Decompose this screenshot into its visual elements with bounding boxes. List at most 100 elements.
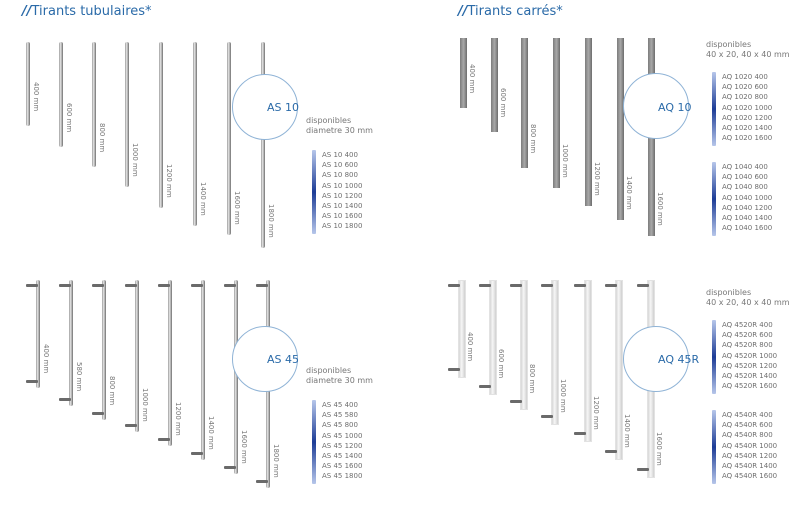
reference-item: AQ 4540R 1600 (722, 472, 778, 481)
as10-length-label: 800 mm (98, 123, 106, 153)
reference-item: AQ 1020 1600 (722, 134, 773, 143)
reference-item: AS 10 1800 (322, 222, 363, 231)
aq10-availability-line: 40 x 20, 40 x 40 mm (706, 50, 790, 59)
aq45r-rod-handle (510, 400, 522, 403)
reference-item: AQ 1040 600 (722, 173, 768, 182)
reference-item: AQ 4520R 600 (722, 331, 773, 340)
as45-rod-handle (158, 438, 170, 441)
aq10-length-label: 400 mm (468, 64, 476, 94)
as45-rod-body (234, 280, 238, 474)
reference-item: AQ 4540R 1200 (722, 451, 778, 460)
aq45r-rod-handle (637, 284, 649, 287)
reference-item: AQ 1020 600 (722, 83, 768, 92)
reference-list-bar (712, 72, 716, 146)
reference-list-bar (312, 400, 316, 484)
aq10-length-label: 1400 mm (625, 176, 633, 210)
as10-length-label: 1200 mm (165, 164, 173, 198)
aq45r-model-label: AQ 45R (658, 353, 700, 366)
as10-rod-body (227, 42, 231, 235)
aq45r-rod-body (584, 280, 592, 442)
as45-length-label: 800 mm (108, 376, 116, 406)
reference-item: AQ 4520R 1600 (722, 382, 778, 391)
aq45r-rod-handle (637, 468, 649, 471)
as45-rod-handle (158, 284, 170, 287)
as45-rod-body (201, 280, 205, 460)
reference-item: AS 10 800 (322, 171, 358, 180)
reference-item: AS 10 400 (322, 151, 358, 159)
aq45r-availability-line: disponibles (706, 288, 752, 297)
reference-item: AS 45 800 (322, 421, 358, 430)
as10-length-label: 1000 mm (131, 143, 139, 177)
as45-rod-body (102, 280, 106, 420)
aq10-length-label: 600 mm (499, 88, 507, 118)
as10-rod-body (193, 42, 197, 226)
aq10-rod-body (553, 38, 560, 188)
reference-item: AS 45 1200 (322, 441, 363, 450)
as45-rod-body (36, 280, 40, 388)
aq45r-rod-body (520, 280, 528, 410)
reference-item: AQ 1020 1200 (722, 113, 773, 122)
as45-rod-handle (224, 284, 236, 287)
as10-length-label: 1400 mm (199, 182, 207, 216)
as45-profile-circle (232, 326, 298, 392)
reference-item: AS 45 1800 (322, 472, 363, 481)
as45-rod-handle (125, 284, 137, 287)
as45-rod-handle (26, 284, 38, 287)
aq10-length-label: 800 mm (529, 124, 537, 154)
aq45r-rod-handle (541, 284, 553, 287)
aq45r-rod-body (551, 280, 559, 425)
as10-rod-body (92, 42, 96, 167)
as10-availability-line: disponibles (306, 116, 352, 125)
aq45r-rod-handle (479, 385, 491, 388)
reference-item: AS 45 400 (322, 401, 358, 409)
aq45r-length-label: 800 mm (528, 364, 536, 394)
as45-length-label: 400 mm (42, 344, 50, 374)
as10-rod-body (59, 42, 63, 147)
reference-item: AQ 4540R 600 (722, 421, 773, 430)
reference-item: AQ 1020 1000 (722, 103, 773, 112)
aq10-model-label: AQ 10 (658, 101, 692, 114)
aq45r-rod-handle (574, 432, 586, 435)
aq45r-rod-handle (479, 284, 491, 287)
reference-item: AS 10 600 (322, 161, 358, 170)
aq10-length-label: 1600 mm (656, 192, 664, 226)
aq45r-rod-handle (605, 450, 617, 453)
as45-rod-body (69, 280, 73, 406)
reference-item: AS 10 1200 (322, 191, 363, 200)
as45-rod-body (168, 280, 172, 446)
as45-rod-body (135, 280, 139, 432)
aq45r-availability-line: 40 x 20, 40 x 40 mm (706, 298, 790, 307)
reference-item: AQ 1040 400 (722, 163, 768, 171)
reference-item: AS 10 1400 (322, 202, 363, 211)
reference-item: AS 45 1400 (322, 452, 363, 461)
tubular-section-title: //Tirants tubulaires* (22, 4, 152, 19)
as45-model-label: AS 45 (267, 353, 300, 366)
aq45r-length-label: 1400 mm (623, 414, 631, 448)
reference-item: AS 10 1000 (322, 181, 363, 190)
aq45r-rod-handle (510, 284, 522, 287)
reference-item: AQ 4520R 1000 (722, 351, 778, 360)
reference-list-bar (712, 410, 716, 484)
as10-rod-body (261, 42, 265, 248)
as45-rod-handle (224, 466, 236, 469)
aq45r-rod-body (489, 280, 497, 395)
aq10-profile-circle (623, 73, 689, 139)
as45-length-label: 1200 mm (174, 402, 182, 436)
reference-item: AQ 4520R 400 (722, 321, 773, 329)
reference-item: AS 10 1600 (322, 212, 363, 221)
as45-rod-handle (59, 398, 71, 401)
reference-item: AQ 4540R 400 (722, 411, 773, 419)
reference-list-bar (712, 320, 716, 394)
as10-profile-circle (232, 74, 298, 140)
aq45r-rod-body (615, 280, 623, 460)
as45-rod-handle (256, 284, 268, 287)
aq45r-length-label: 1600 mm (655, 432, 663, 466)
aq45r-rod-handle (448, 284, 460, 287)
aq45r-length-label: 1000 mm (559, 379, 567, 413)
as10-length-label: 600 mm (65, 103, 73, 133)
